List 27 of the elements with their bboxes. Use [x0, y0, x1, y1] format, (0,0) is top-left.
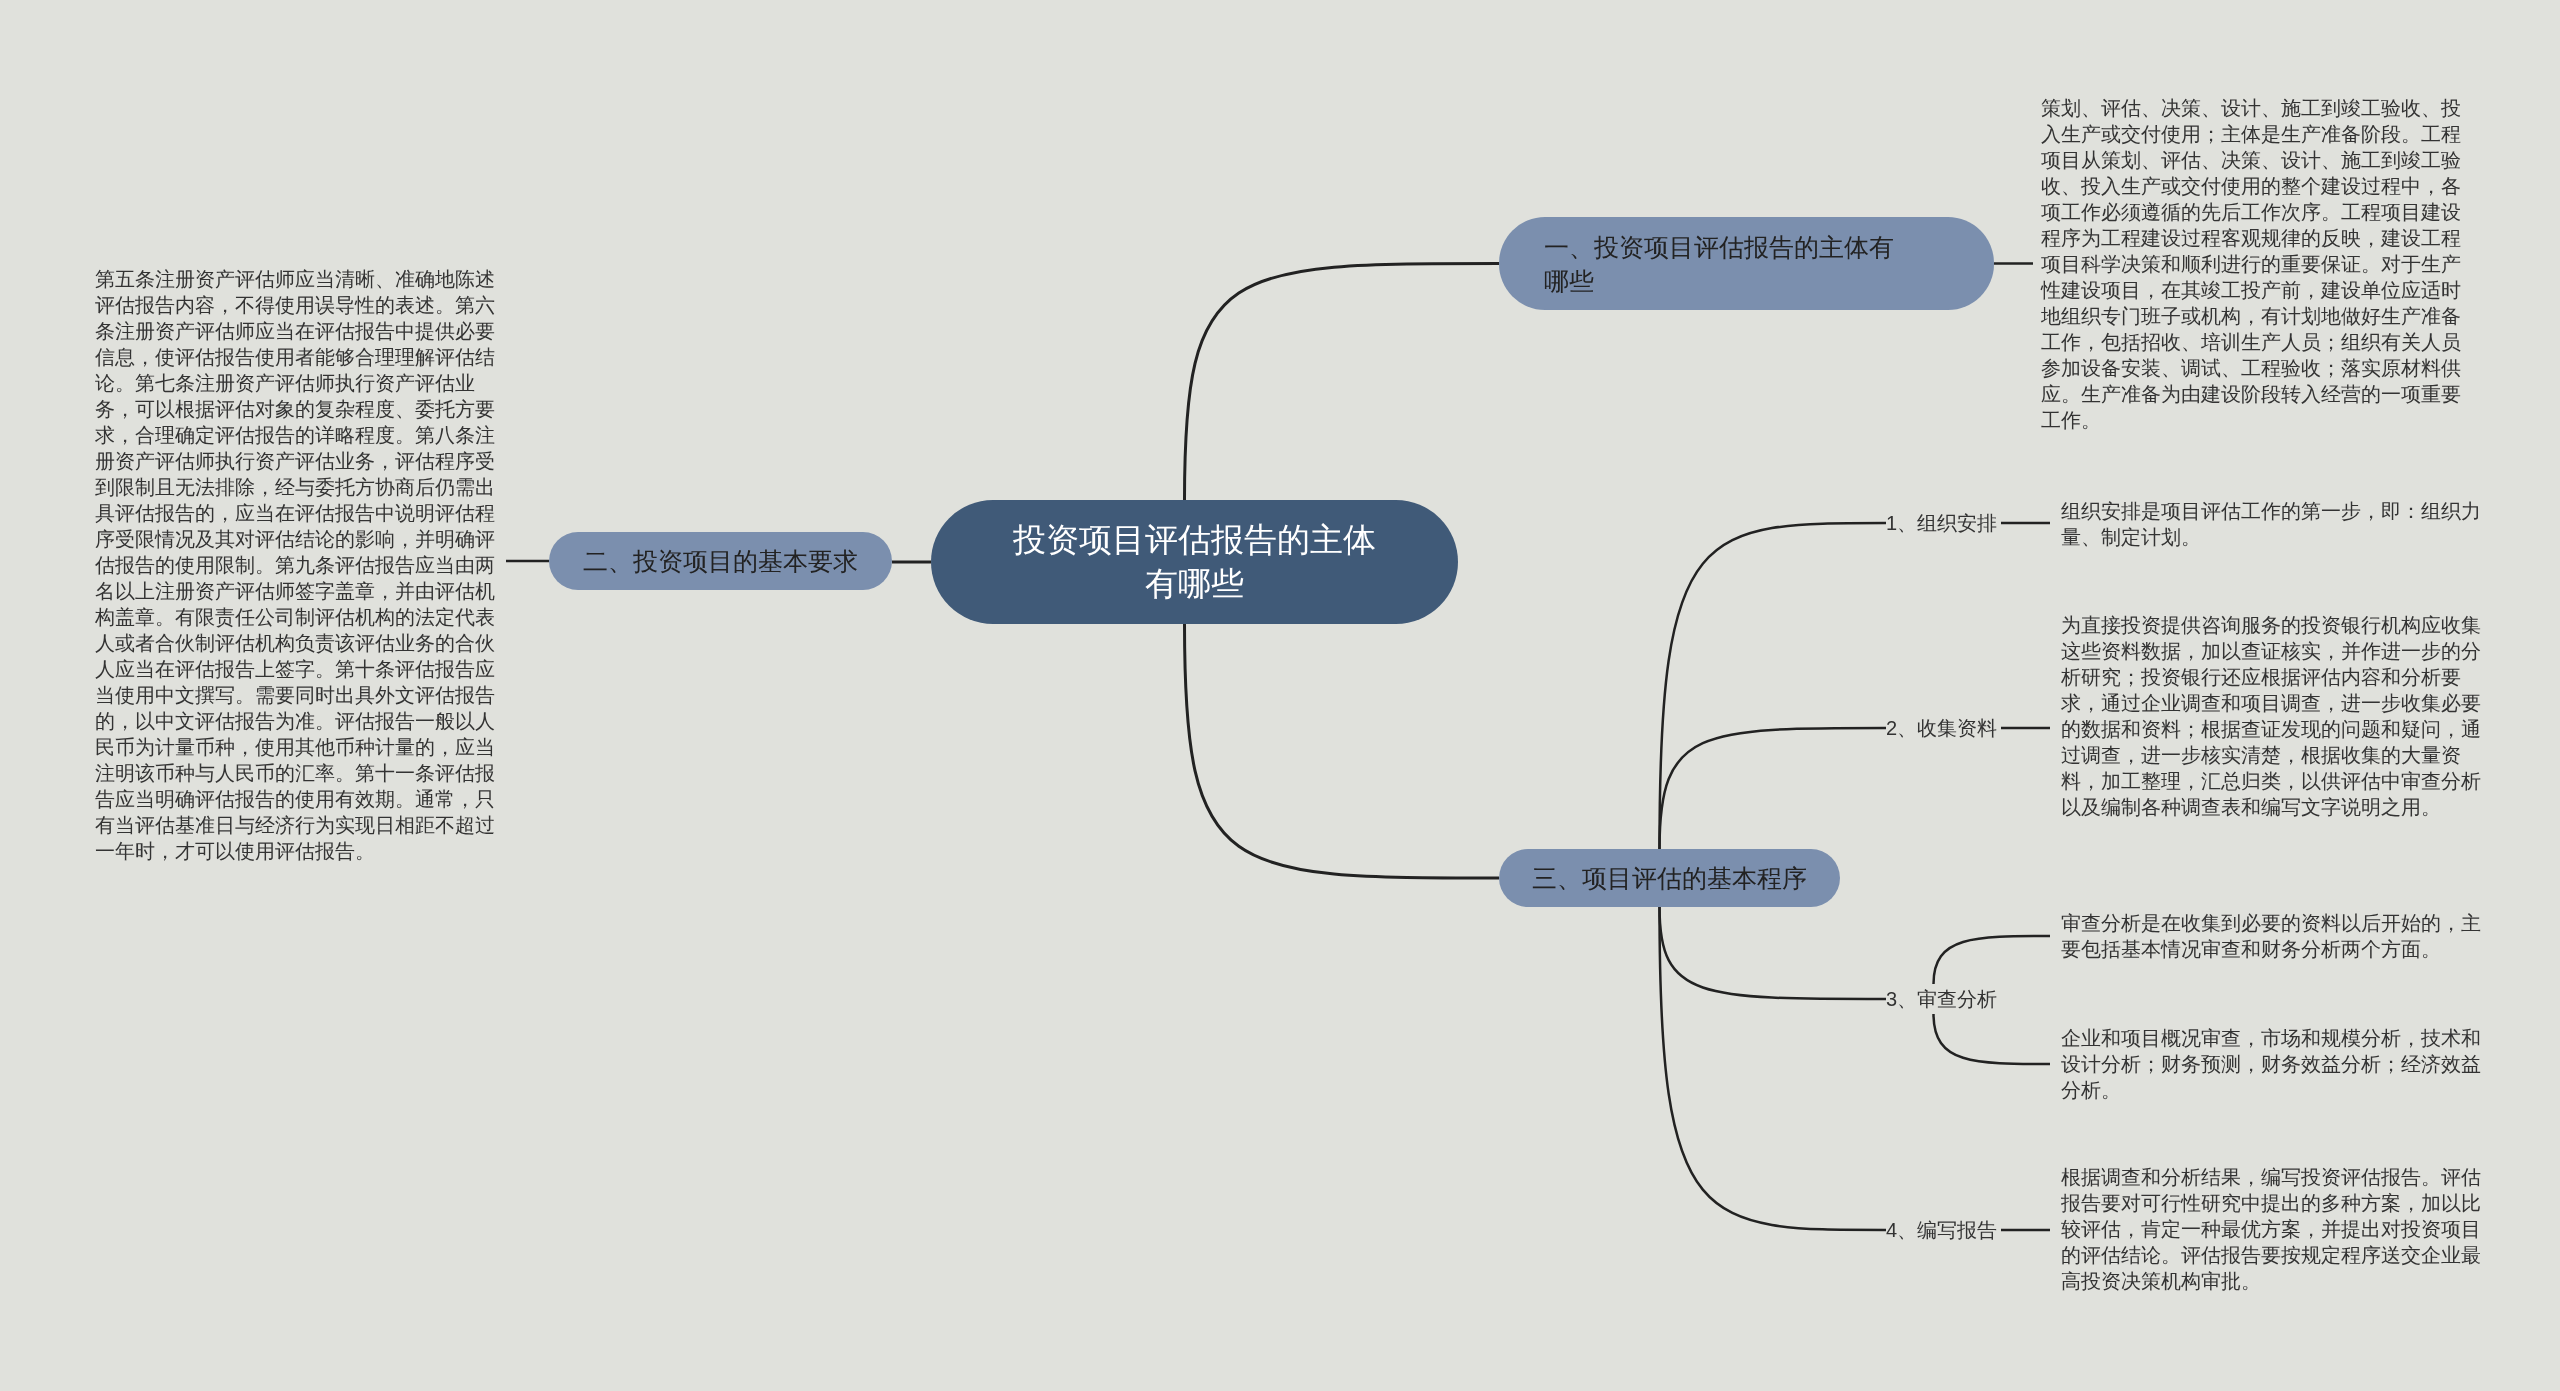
connector-line [1932, 1013, 2050, 1066]
branch-topic-box: 一、投资项目评估报告的主体有哪些 [1499, 217, 1994, 310]
note-text: 组织安排是项目评估工作的第一步，即：组织力量、制定计划。 [2050, 498, 2481, 550]
connector-line [1658, 907, 1886, 1232]
connector-line [1658, 726, 1886, 850]
main-topic-box: 投资项目评估报告的主体有哪些 [931, 500, 1458, 624]
branch-topic-box: 二、投资项目的基本要求 [549, 532, 892, 590]
note-text: 根据调查和分析结果，编写投资评估报告。评估报告要对可行性研究中提出的多种方案，加以比较评估，肯定一种最优方案，并提出对投资项目的评估结论。评估报告要按规定程序送交企业最高投资决策机构审批。 [2050, 1164, 2481, 1294]
connector-line [2001, 726, 2050, 730]
step-label: 1、组织安排 [1886, 508, 2002, 538]
connector-line [506, 559, 549, 563]
connector-line [2001, 521, 2050, 525]
note-text: 为直接投资提供咨询服务的投资银行机构应收集这些资料数据，加以查证核实，并作进一步的分析研究；投资银行还应根据评估内容和分析要求，通过企业调查和项目调查，进一步收集必要的数据和资料；根据查证发现的问题和疑问，通过调查，进一步核实清楚，根据收集的大量资料，加工整理，汇总归类，以供评估中审查分析以及编制各种调查表和编写文字说明之用。 [2050, 612, 2481, 820]
connector-line [1183, 262, 1499, 501]
connector-line [1932, 934, 2050, 985]
step-label: 3、审查分析 [1886, 984, 2002, 1014]
connector-line [1994, 262, 2033, 265]
note-text: 第五条注册资产评估师应当清晰、准确地陈述评估报告内容，不得使用误导性的表述。第六条注册资产评估师应当在评估报告中提供必要信息，使评估报告使用者能够合理理解评估结论。第七条注册资产评估师执行资产评估业务，可以根据评估对象的复杂程度、委托方要求，合理确定评估报告的详略程度。第八条注册资产评估师执行资产评估业务，评估程序受到限制且无法排除，经与委托方协商后仍需出具评估报告的，应当在评估报告中说明评估程序受限情况及其对评估结论的影响，并明确评估报告的使用限制。第九条评估报告应当由两名以上注册资产评估师签字盖章，并由评估机构盖章。有限责任公司制评估机构的法定代表人或者合伙制评估机构负责该评估业务的合伙人应当在评估报告上签字。第十条评估报告应当使用中文撰写。需要同时出具外文评估报告的，以中文评估报告为准。评估报告一般以人民币为计量币种，使用其他币种计量的，应当注明该币种与人民币的汇率。第十一条评估报告应当明确评估报告的使用有效期。通常，只有当评估基准日与经济行为实现日相距不超过一年时，才可以使用评估报告。 [95, 266, 506, 864]
connector-line [892, 560, 931, 564]
branch-topic-box: 三、项目评估的基本程序 [1499, 849, 1840, 907]
step-label: 2、收集资料 [1886, 713, 2002, 743]
note-text: 企业和项目概况审查，市场和规模分析，技术和设计分析；财务预测，财务效益分析；经济效益分析。 [2050, 1025, 2481, 1103]
note-text: 策划、评估、决策、设计、施工到竣工验收、投入生产或交付使用；主体是生产准备阶段。工程项目从策划、评估、决策、设计、施工到竣工验收、投入生产或交付使用的整个建设过程中，各项工作必须遵循的先后工作次序。工程项目建设程序为工程建设过程客观规律的反映，建设工程项目科学决策和顺利进行的重要保证。对于生产性建设项目，在其竣工投产前，建设单位应适时地组织专门班子或机构，有计划地做好生产准备工作，包括招收、培训生产人员；组织有关人员参加设备安装、调试、工程验收；落实原材料供应。生产准备为由建设阶段转入经营的一项重要工作。 [2033, 95, 2461, 433]
connector-line [2001, 1228, 2050, 1232]
connector-line [1183, 623, 1499, 880]
note-text: 审查分析是在收集到必要的资料以后开始的，主要包括基本情况审查和财务分析两个方面。 [2050, 910, 2481, 962]
step-label: 4、编写报告 [1886, 1215, 2002, 1245]
